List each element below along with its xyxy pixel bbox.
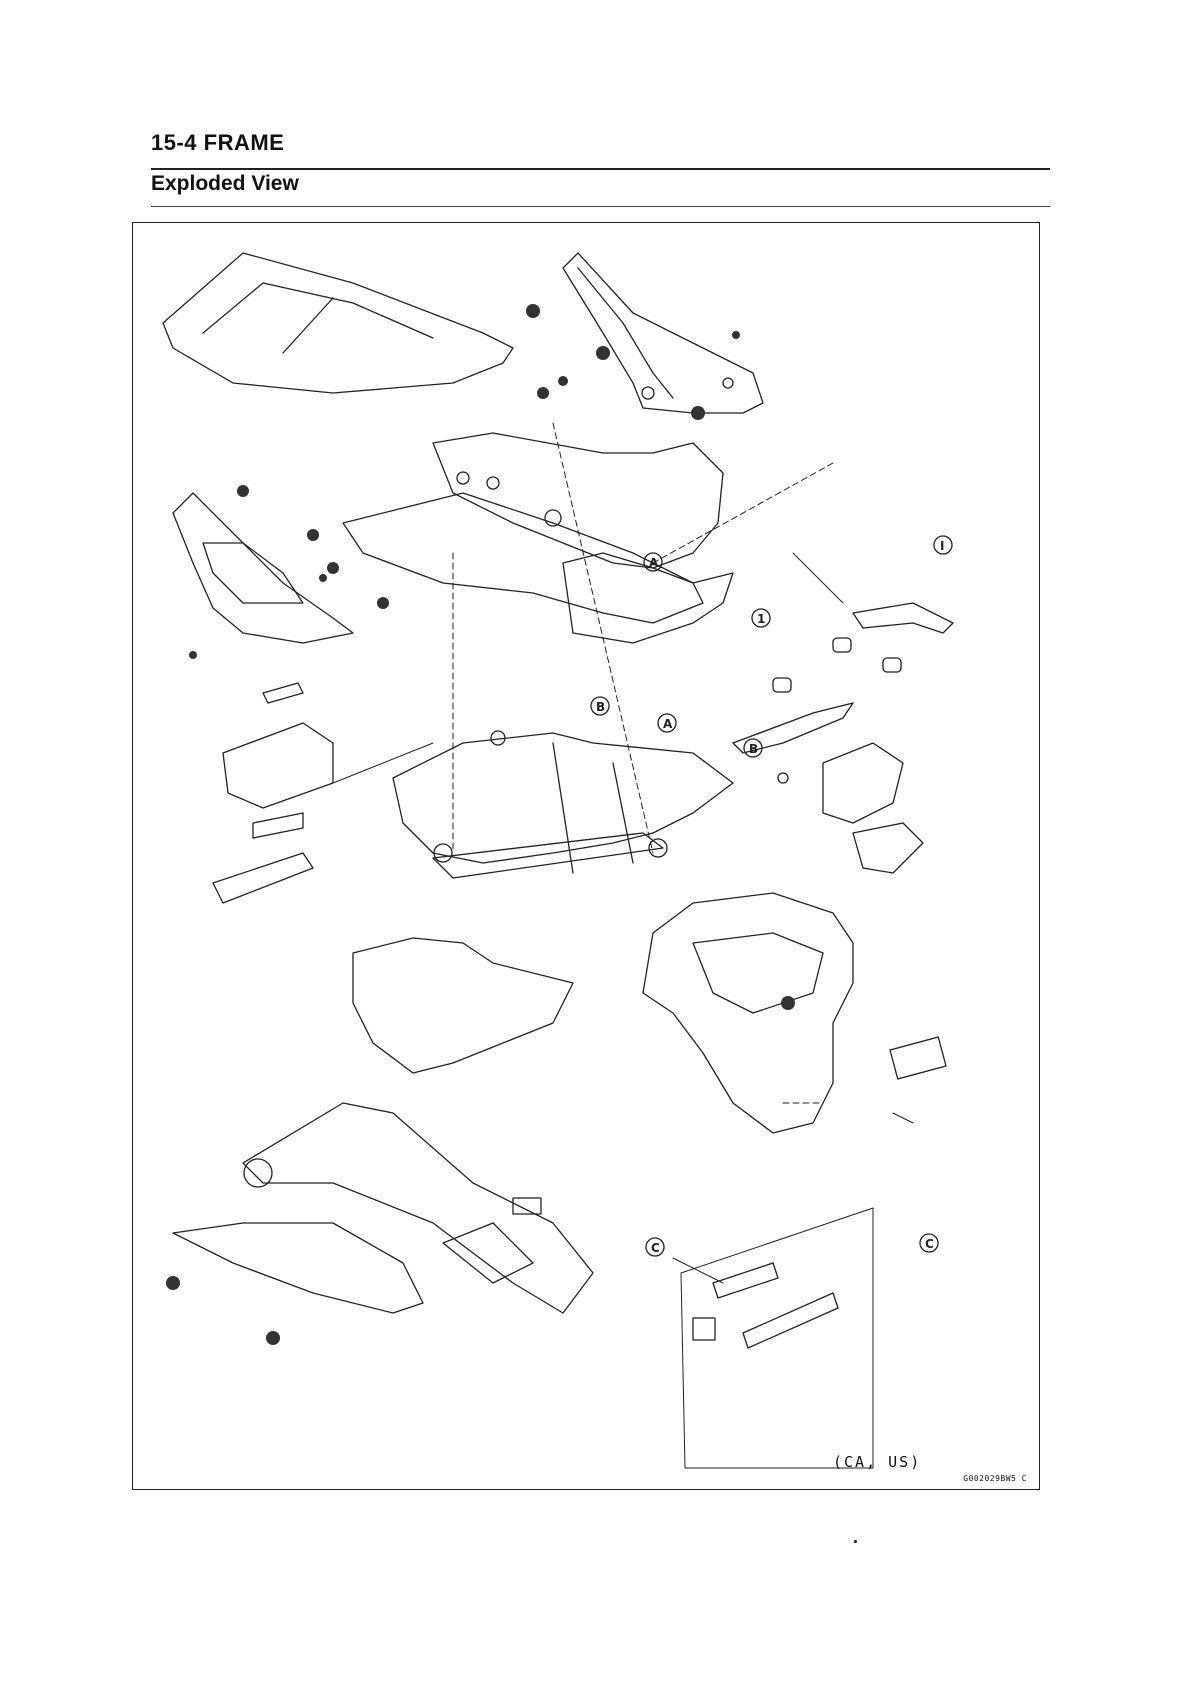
variant-note: (CA, US): [833, 1453, 922, 1471]
header-rule: [151, 168, 1050, 170]
grommet-set-left: [189, 485, 389, 659]
inner-fender-part: [352, 937, 574, 1074]
rear-fender-part: [642, 892, 947, 1134]
chain-guard-part: [172, 1222, 424, 1314]
exploded-view-figure: A B A B I 1 C C (CA, US) G002029BW5 C: [132, 222, 1040, 1490]
title-rule: [151, 206, 1050, 207]
callout-b-2: B: [749, 742, 758, 756]
callout-b-1: B: [596, 700, 605, 714]
callout-c-2: C: [651, 1241, 660, 1255]
tail-cover-part: [562, 552, 734, 644]
swingarm-part: [242, 1102, 594, 1314]
exploded-view-drawing: A B A B I 1 C C: [162, 252, 954, 1469]
seat-part: [162, 252, 514, 394]
callout-i: I: [940, 539, 944, 553]
figure-code: G002029BW5 C: [963, 1474, 1027, 1483]
section-title: Exploded View: [151, 172, 299, 195]
reference-callout-labels: A B A B I 1 C C: [596, 539, 944, 1255]
callout-c-1: C: [925, 1237, 934, 1251]
chain-guard-bolts: [166, 1276, 280, 1345]
scan-dot: [854, 1540, 857, 1543]
callout-one: 1: [757, 612, 765, 626]
rear-cowl-part: [342, 432, 724, 624]
reference-callouts: [590, 535, 953, 1257]
callout-a-2: A: [663, 717, 673, 731]
battery-case-part: [212, 682, 334, 904]
grab-rail-part: [732, 602, 954, 754]
chapter-header: 15-4 FRAME: [151, 130, 285, 155]
leader-lines: [332, 552, 914, 1284]
grommet-set-upper: [526, 304, 740, 420]
license-bracket-inset: [680, 1207, 874, 1469]
callout-a-1: A: [649, 556, 659, 570]
right-bracket-part: [822, 742, 924, 874]
left-side-cover-part: [172, 492, 354, 644]
assembly-lines: [452, 422, 834, 1104]
right-side-cover-part: [562, 252, 764, 414]
rear-frame-part: [392, 730, 789, 879]
